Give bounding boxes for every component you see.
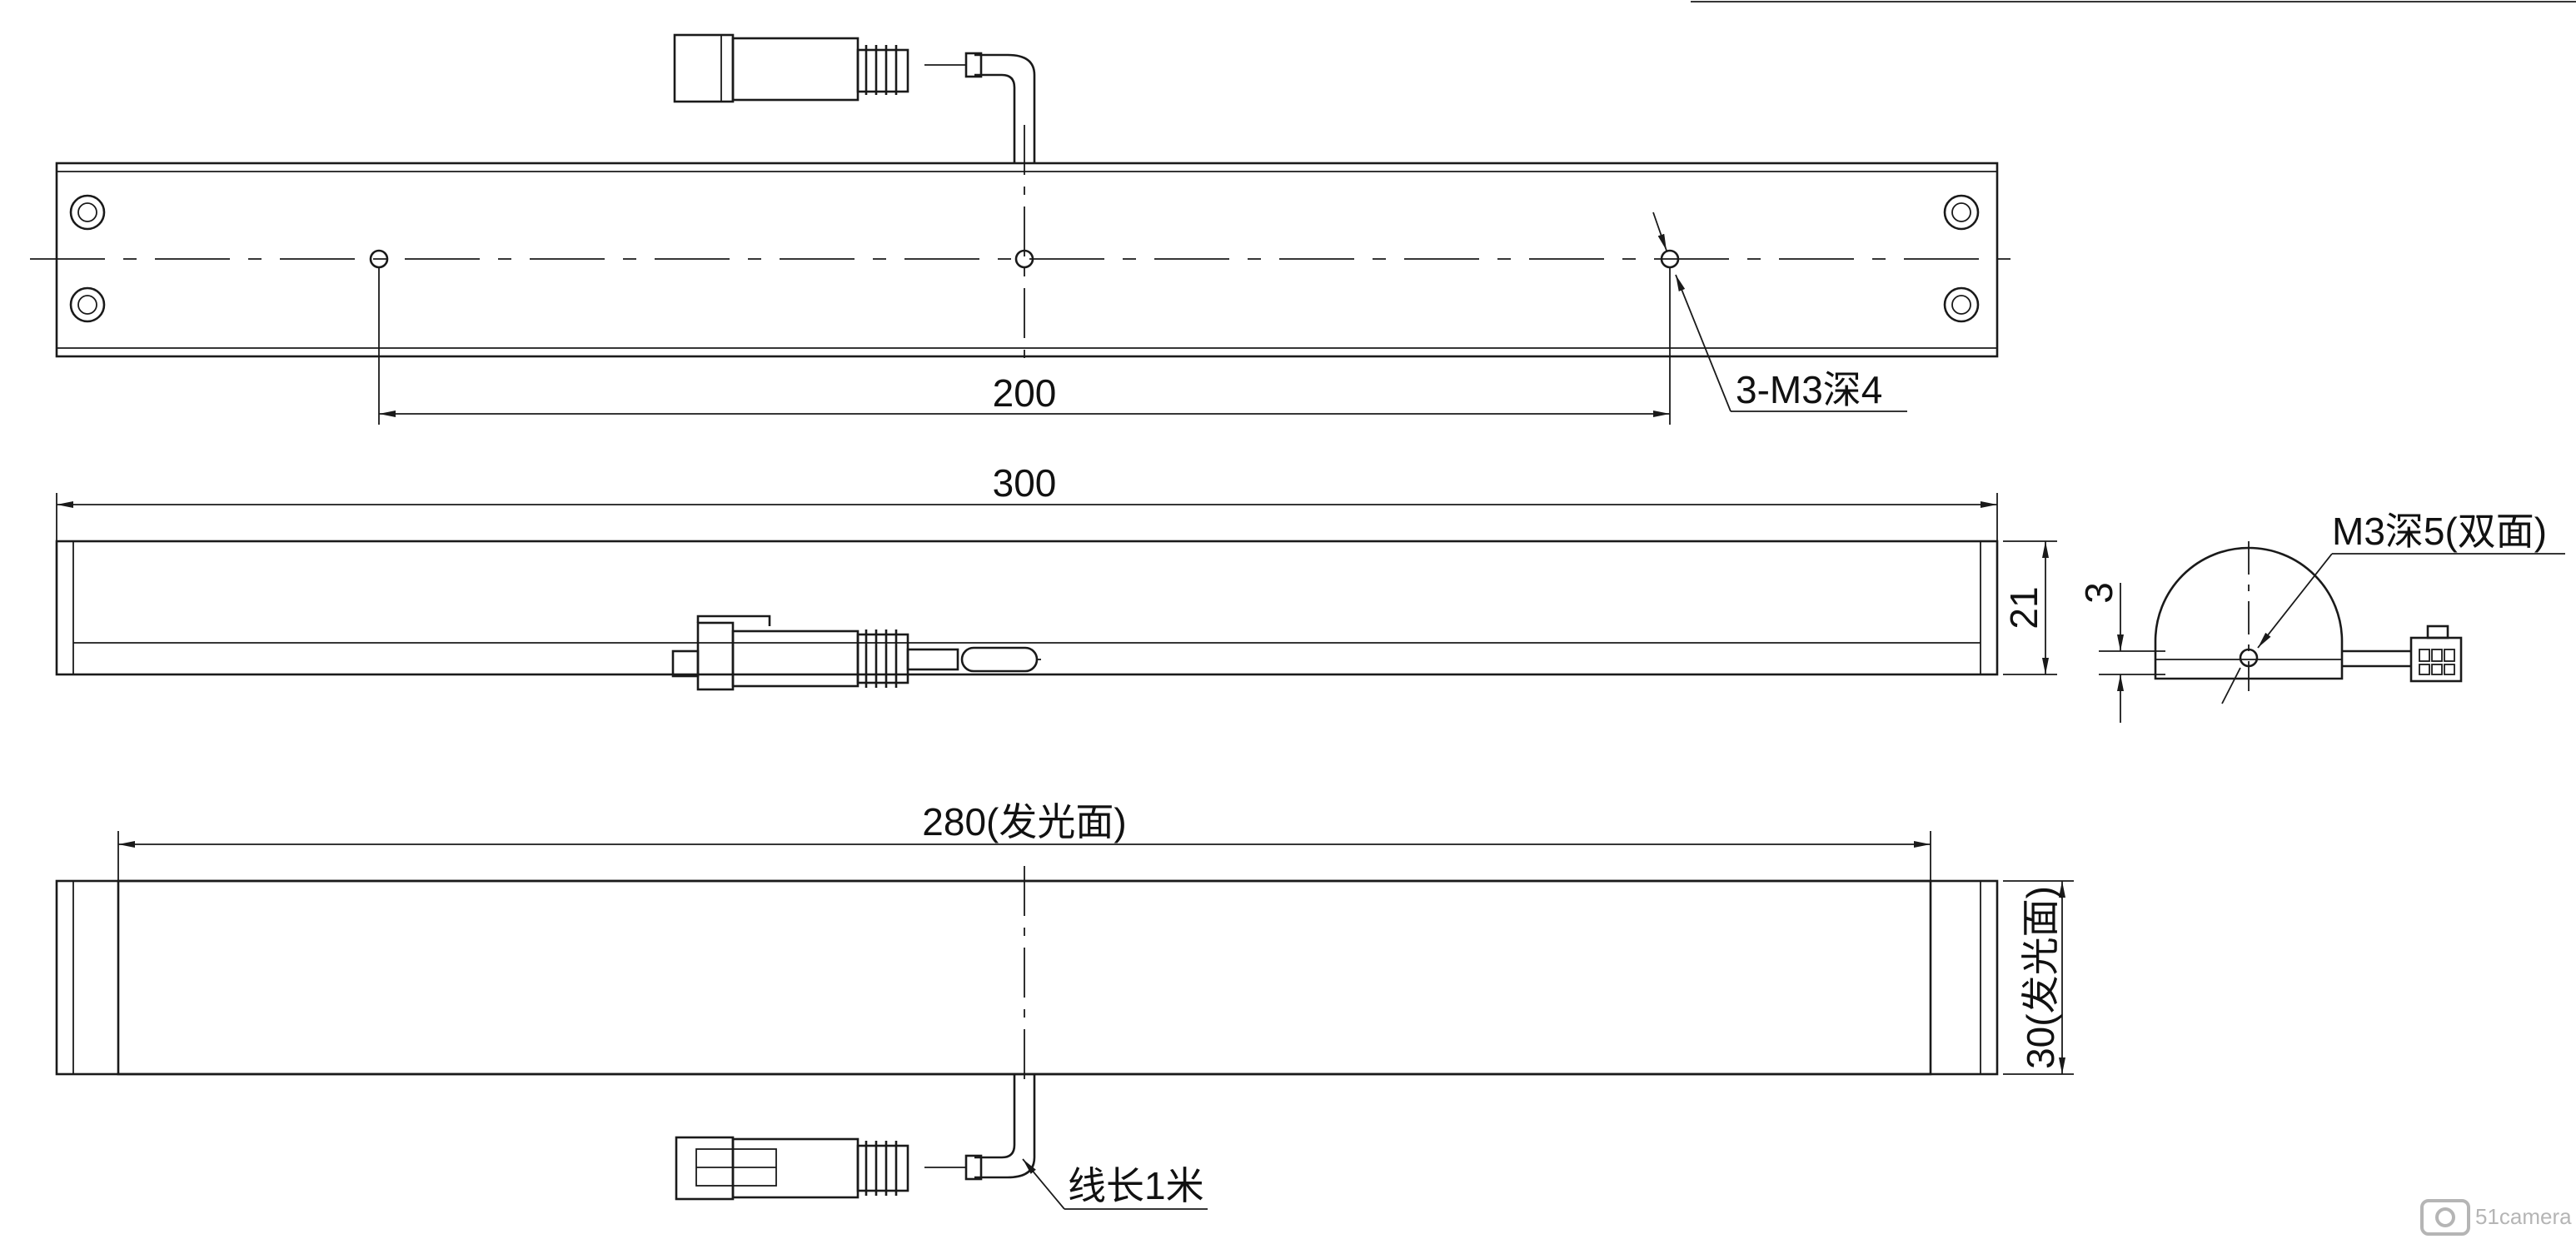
side-view-body <box>2154 546 2344 680</box>
corner-hole <box>69 194 106 231</box>
dim-30-label: 30(发光面) <box>2019 886 2062 1069</box>
dim-3-label: 3 <box>2077 582 2120 604</box>
top-view-body <box>55 162 1999 358</box>
dim-300-label: 300 <box>993 461 1057 505</box>
emitting-view-body <box>55 879 1999 1076</box>
corner-hole <box>69 286 106 323</box>
front-cable <box>671 615 1041 691</box>
emitting-view: 280(发光面) 30(发光面) 线长1米 <box>55 800 2074 1210</box>
hole-callout-label: 3-M3深4 <box>1736 368 1882 411</box>
cable-callout-leader <box>1022 1158 1065 1210</box>
side-m3-hole <box>2239 648 2259 668</box>
bottom-cable <box>675 1074 1036 1201</box>
dim-200-label: 200 <box>993 371 1057 415</box>
m3-hole <box>1014 249 1034 269</box>
watermark-logo: 51camera <box>2420 1199 2572 1236</box>
cable-callout-label: 线长1米 <box>1068 1164 1204 1207</box>
top-cable <box>673 33 1036 163</box>
top-view: 200 3-M3深4 <box>30 33 2022 425</box>
front-view-body <box>55 540 1999 676</box>
dim-21-label: 21 <box>2002 586 2045 629</box>
side-callout-label: M3深5(双面) <box>2332 510 2547 553</box>
dim-280-label: 280(发光面) <box>922 800 1126 843</box>
side-view: 3 M3深5(双面) <box>2077 510 2565 723</box>
side-callout-leader <box>2257 553 2333 649</box>
watermark-text: 51camera <box>2475 1204 2572 1229</box>
hole-callout-leader <box>1675 274 1731 412</box>
corner-hole <box>1943 286 1980 323</box>
front-view: 300 21 <box>55 461 2057 691</box>
corner-hole <box>1943 194 1980 231</box>
